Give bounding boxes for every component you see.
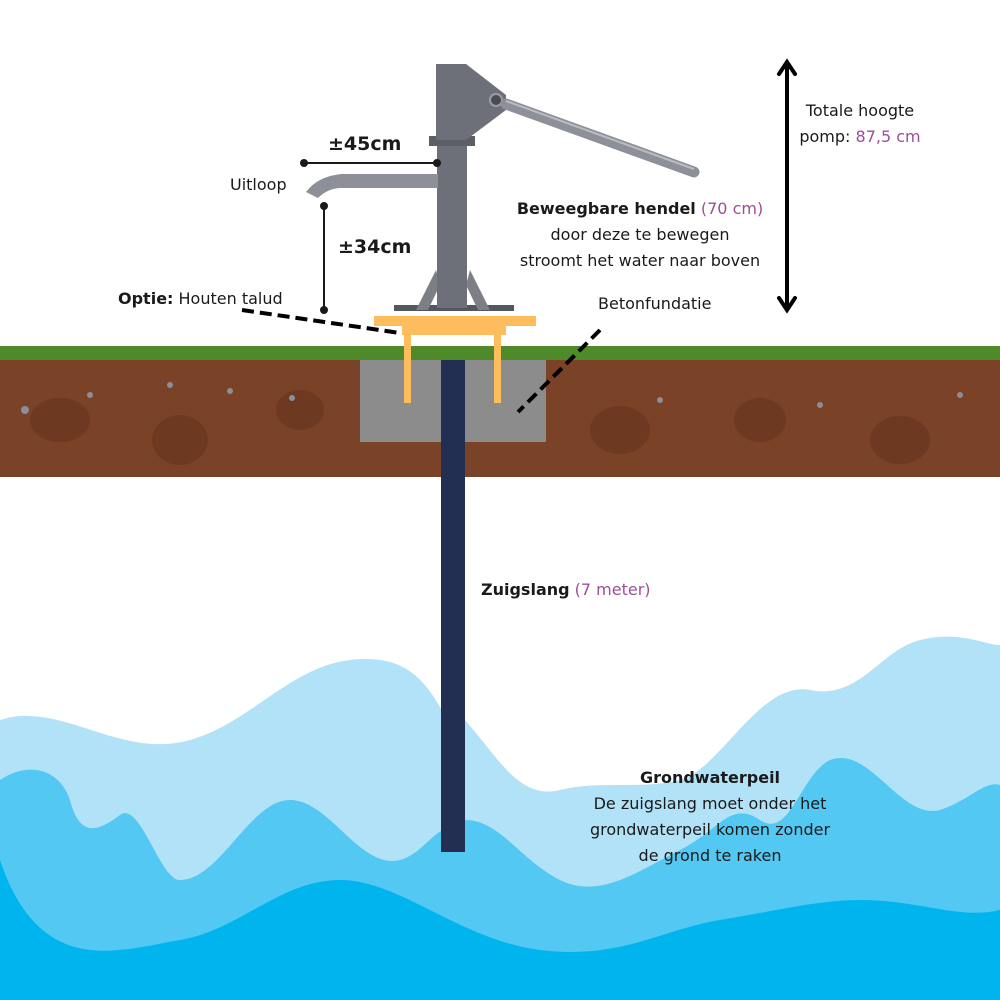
pump-column [437,140,467,308]
pump [306,64,700,311]
suction-hose [441,360,465,852]
dimension-34cm [320,202,328,314]
soil-texture [30,390,930,465]
dimension-34cm-label: ±34cm [338,236,412,258]
total-height-arrow [777,58,797,314]
hose-label: Zuigslang (7 meter) [481,580,651,599]
pivot-bolt [489,93,503,107]
spout-bend [306,174,342,198]
handle-label: Beweegbare hendel (70 cm) door deze te b… [516,199,764,270]
spout-pipe [340,174,438,188]
option-label: Optie: Houten talud [118,289,283,308]
wood-post-right [494,335,501,403]
pump-head [436,64,506,140]
wood-slab-base [402,326,506,335]
water-deep-layer [0,860,1000,1000]
dimension-45cm [300,159,441,167]
wood-slab [374,316,536,326]
dimension-45cm-label: ±45cm [328,133,402,155]
soil-pebbles [21,382,963,414]
foundation-leader-line [516,328,602,414]
groundwater-label: Grondwaterpeil De zuigslang moet onder h… [589,768,831,865]
pump-handle [500,98,700,178]
wood-post-left [404,335,411,403]
foundation-label: Betonfundatie [598,294,712,313]
option-leader-line [241,308,401,335]
total-height-label: Totale hoogte pomp: 87,5 cm [799,101,921,146]
spout-label: Uitloop [230,175,287,194]
